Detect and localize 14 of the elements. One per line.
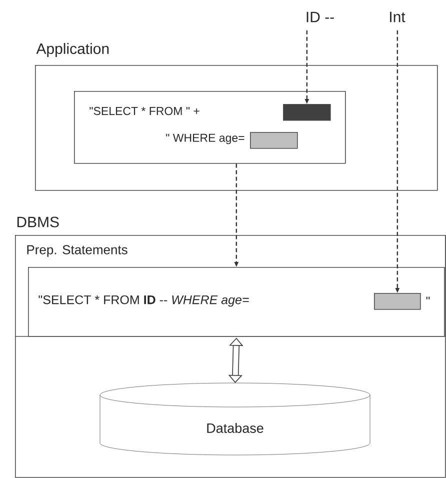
- slot-box: [250, 132, 298, 149]
- box-heading: Application: [36, 43, 109, 57]
- code-line: "SELECT * FROM " +: [90, 106, 200, 116]
- slot-box: [374, 293, 421, 310]
- database-cylinder: [100, 382, 370, 456]
- statement-box: [28, 267, 445, 337]
- statement-text: "SELECT * FROM ID -- WHERE age=: [38, 295, 249, 307]
- code-box: [74, 91, 346, 164]
- statement-text: ": [426, 296, 430, 300]
- box-heading: DBMS: [17, 216, 59, 228]
- cylinder-label: Database: [207, 423, 264, 433]
- band-heading: Prep. Statements: [27, 245, 128, 257]
- code-line: " WHERE age=: [166, 134, 244, 144]
- slot-box: [283, 104, 331, 121]
